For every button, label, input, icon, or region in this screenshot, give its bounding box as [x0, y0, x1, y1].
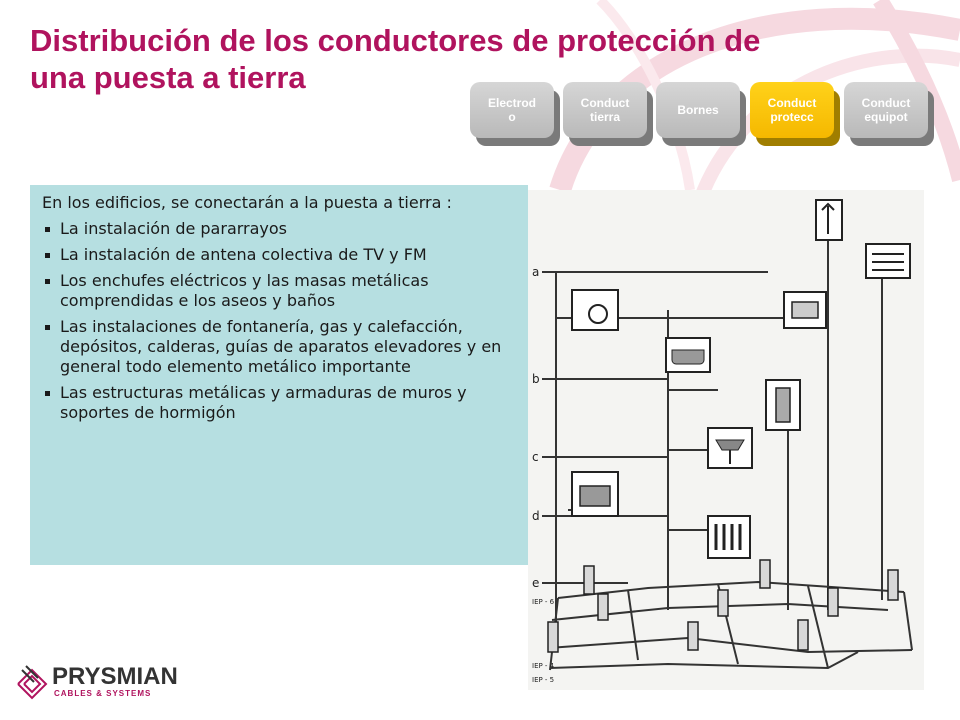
- iep-label-5: IEP - 5: [532, 676, 554, 684]
- nav-conduct-protecc-label: Conduct protecc: [750, 82, 834, 138]
- bullet-item: Los enchufes eléctricos y las masas metá…: [42, 271, 518, 311]
- nav-bornes-label: Bornes: [656, 82, 740, 138]
- nav-conduct-equipot-button[interactable]: Conduct equipot: [844, 82, 934, 146]
- row-label-a: a: [532, 265, 539, 279]
- prysmian-mark-outline-icon: [21, 665, 39, 683]
- nav-conduct-equipot-label: Conduct equipot: [844, 82, 928, 138]
- bullet-marker: [45, 227, 50, 232]
- row-label-c: c: [532, 450, 539, 464]
- bullet-item: La instalación de pararrayos: [42, 219, 518, 239]
- logo-brand: PRYSMIAN: [52, 663, 178, 690]
- bullet-list: La instalación de pararrayos La instalac…: [42, 219, 518, 423]
- water-heater-icon: [783, 291, 827, 329]
- pillars: [547, 559, 899, 653]
- nav-bornes-button[interactable]: Bornes: [656, 82, 746, 146]
- sink-icon: [707, 427, 753, 469]
- nav-conduct-protecc-button[interactable]: Conduct protecc: [750, 82, 840, 146]
- page-title: Distribución de los conductores de prote…: [30, 22, 930, 96]
- grounding-diagram: a b c d e IEP - 6 IEP - 4 IEP - 5: [528, 190, 924, 690]
- bathtub-icon: [665, 337, 711, 373]
- nav-conduct-tierra-button[interactable]: Conduct tierra: [563, 82, 653, 146]
- row-label-b: b: [532, 372, 540, 386]
- bullet-marker: [45, 391, 50, 396]
- stove-icon: [571, 471, 619, 517]
- section-nav: Electrod o Conduct tierra Bornes Conduct…: [470, 82, 950, 152]
- bullet-text: Las estructuras metálicas y armaduras de…: [60, 383, 467, 422]
- intro-text: En los edificios, se conectarán a la pue…: [42, 193, 452, 212]
- logo-tagline: CABLES & SYSTEMS: [54, 689, 151, 698]
- bullet-marker: [45, 279, 50, 284]
- bullet-item: Las estructuras metálicas y armaduras de…: [42, 383, 518, 423]
- radiator-icon: [707, 515, 751, 559]
- page-title-line-1: Distribución de los conductores de prote…: [30, 23, 761, 58]
- nav-electrodo-label: Electrod o: [470, 82, 554, 138]
- boiler-icon: [765, 379, 801, 431]
- prysmian-mark-icon: [17, 668, 48, 700]
- bullet-item: Las instalaciones de fontanería, gas y c…: [42, 317, 518, 377]
- bullet-item: La instalación de antena colectiva de TV…: [42, 245, 518, 265]
- content-textbox: En los edificios, se conectarán a la pue…: [30, 185, 528, 565]
- lightning-rod-icon: [815, 199, 843, 241]
- bullet-marker: [45, 253, 50, 258]
- bullet-text: Los enchufes eléctricos y las masas metá…: [60, 271, 429, 310]
- bullet-text: Las instalaciones de fontanería, gas y c…: [60, 317, 502, 376]
- iep-label-6: IEP - 6: [532, 598, 555, 606]
- nav-conduct-tierra-label: Conduct tierra: [563, 82, 647, 138]
- row-label-e: e: [532, 576, 539, 590]
- bullet-marker: [45, 325, 50, 330]
- antenna-icon: [865, 243, 911, 279]
- nav-electrodo-button[interactable]: Electrod o: [470, 82, 560, 146]
- bullet-text: La instalación de pararrayos: [60, 219, 288, 238]
- bullet-text: La instalación de antena colectiva de TV…: [60, 245, 427, 264]
- washing-machine-icon: [571, 289, 619, 331]
- prysmian-logo: PRYSMIAN CABLES & SYSTEMS: [17, 663, 178, 700]
- page-title-line-2: una puesta a tierra: [30, 60, 306, 95]
- iep-label-4: IEP - 4: [532, 662, 555, 670]
- row-label-d: d: [532, 509, 540, 523]
